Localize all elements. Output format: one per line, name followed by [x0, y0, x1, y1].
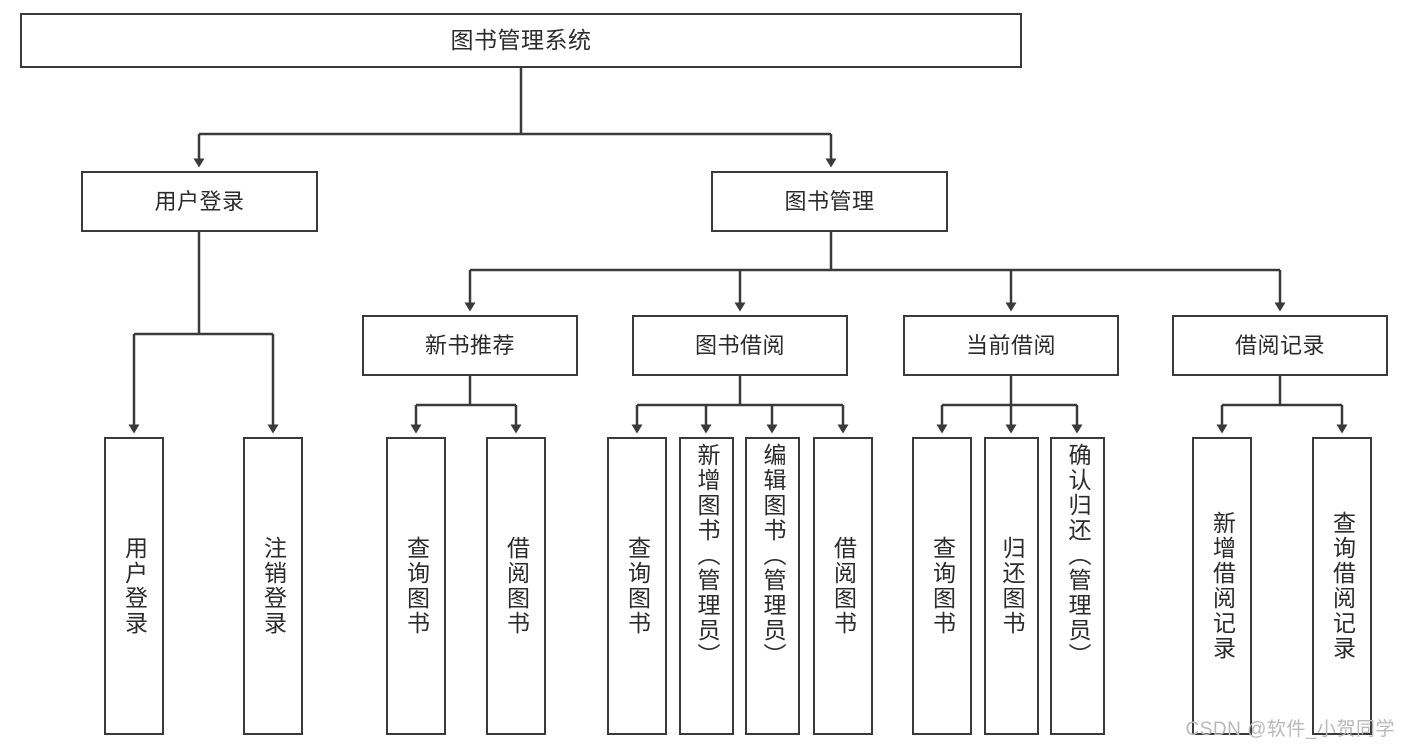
node-current-borrow-label: 当前借阅 [965, 332, 1056, 358]
node-leaf-user-login[interactable]: 用户登录 [104, 437, 164, 735]
node-leaf-user-login-label: 用户登录 [121, 536, 148, 636]
node-book-manage[interactable]: 图书管理 [711, 171, 948, 232]
node-leaf-query-book-2-label: 查询图书 [624, 536, 651, 636]
node-leaf-query-book-3[interactable]: 查询图书 [912, 437, 972, 735]
node-leaf-query-book-1-label: 查询图书 [403, 536, 430, 636]
node-leaf-borrow-book-2[interactable]: 借阅图书 [813, 437, 873, 735]
node-leaf-query-borrow-record[interactable]: 查询借阅记录 [1312, 437, 1372, 735]
node-new-book-rec-label: 新书推荐 [424, 332, 515, 358]
node-user-login-label: 用户登录 [154, 188, 245, 214]
node-book-borrow[interactable]: 图书借阅 [632, 315, 848, 376]
node-new-book-rec[interactable]: 新书推荐 [362, 315, 578, 376]
node-user-login[interactable]: 用户登录 [81, 171, 318, 232]
node-leaf-logout-label: 注销登录 [260, 536, 287, 636]
node-borrow-record[interactable]: 借阅记录 [1172, 315, 1388, 376]
node-leaf-confirm-return-admin-label: 确认归还（管理员） [1065, 443, 1091, 668]
node-leaf-borrow-book-2-label: 借阅图书 [830, 536, 857, 636]
node-current-borrow[interactable]: 当前借阅 [903, 315, 1119, 376]
node-leaf-edit-book-admin-label: 编辑图书（管理员） [760, 443, 786, 668]
node-leaf-query-book-2[interactable]: 查询图书 [607, 437, 667, 735]
node-leaf-query-borrow-record-label: 查询借阅记录 [1329, 511, 1356, 661]
node-leaf-add-book-admin[interactable]: 新增图书（管理员） [679, 437, 734, 735]
node-leaf-edit-book-admin[interactable]: 编辑图书（管理员） [745, 437, 800, 735]
node-leaf-query-book-3-label: 查询图书 [929, 536, 956, 636]
node-leaf-query-book-1[interactable]: 查询图书 [386, 437, 446, 735]
node-leaf-borrow-book-1[interactable]: 借阅图书 [486, 437, 546, 735]
node-root-label: 图书管理系统 [450, 26, 592, 53]
node-book-borrow-label: 图书借阅 [694, 332, 785, 358]
node-borrow-record-label: 借阅记录 [1234, 332, 1325, 358]
node-leaf-return-book-label: 归还图书 [999, 536, 1025, 636]
node-book-manage-label: 图书管理 [784, 188, 875, 214]
node-leaf-confirm-return-admin[interactable]: 确认归还（管理员） [1050, 437, 1105, 735]
node-leaf-add-borrow-record[interactable]: 新增借阅记录 [1192, 437, 1252, 735]
node-leaf-add-borrow-record-label: 新增借阅记录 [1209, 511, 1236, 661]
node-root[interactable]: 图书管理系统 [20, 13, 1022, 68]
node-leaf-return-book[interactable]: 归还图书 [984, 437, 1039, 735]
node-leaf-logout[interactable]: 注销登录 [243, 437, 303, 735]
node-leaf-borrow-book-1-label: 借阅图书 [503, 536, 530, 636]
node-leaf-add-book-admin-label: 新增图书（管理员） [694, 443, 720, 668]
watermark: CSDN @软件_小贺同学 [1185, 719, 1395, 740]
